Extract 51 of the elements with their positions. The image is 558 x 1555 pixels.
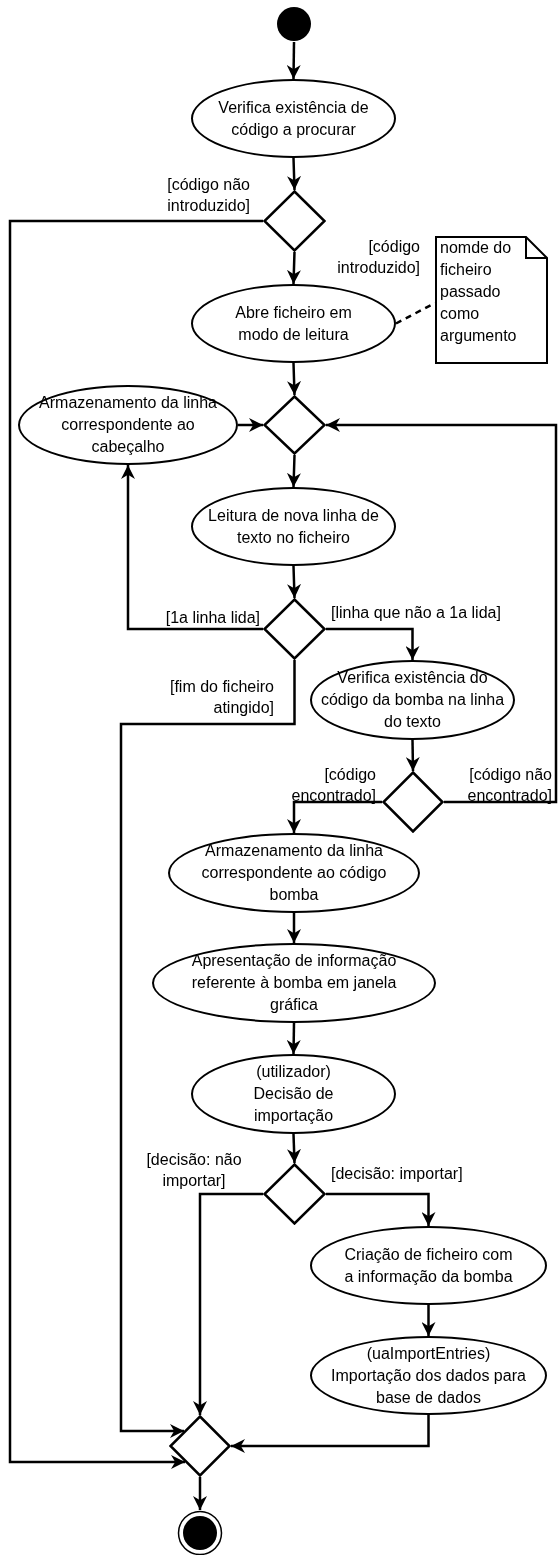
arrow [193,1192,263,1415]
initial-node [276,6,312,42]
arrow [421,1305,436,1336]
arrow [121,465,263,631]
decision-diamond [263,395,326,455]
note [435,236,548,364]
arrow [286,454,301,488]
guard-label: [código encontrado] [290,765,376,806]
final-node [177,1510,223,1555]
arrow [238,418,263,432]
arrow [287,362,302,396]
decision-diamond [382,771,444,833]
action-label: Verifica existência de código a procurar [217,97,370,140]
action-label: Criação de ficheiro com a informação da bomba [343,1244,514,1287]
guard-label: [linha que não a 1a lida] [331,603,502,623]
arrow [326,418,558,804]
arrow [287,913,301,943]
decision-diamond [169,1415,231,1477]
arrow [287,565,302,599]
arrow [287,1133,301,1164]
arrow [119,660,296,1438]
action-label: Apresentação de informação referente à bomba em janela gráfica [190,951,398,1015]
action-label: (utilizador) Decisão de importação [252,1062,335,1126]
arrow [286,1022,301,1055]
decision-diamond [263,598,326,660]
guard-label: [fim do ficheiro atingido] [168,677,274,718]
arrow [405,739,420,772]
guard-label: [código não encontrado] [466,765,552,806]
guard-label: [código introduzido] [336,237,420,278]
arrow [193,1477,207,1510]
arrow [8,219,263,1469]
arrow [231,1415,430,1453]
decision-diamond [263,1163,326,1225]
guard-label: [decisão: não importar] [145,1150,243,1191]
guard-label: [decisão: importar] [331,1164,464,1184]
arrow [287,157,302,191]
action-label: Armazenamento da linha correspondente ao código bomba [200,841,388,905]
action-label: Verifica existência do código da bomba na linha do texto [319,668,506,732]
guard-label: [código não introduzido] [166,175,250,216]
action-label: Leitura de nova linha de texto no ficheiro [207,505,380,548]
action-label: (uaImportEntries) Importação dos dados para base de dados [330,1343,527,1408]
arrow [286,251,301,285]
decision-diamond [263,190,326,252]
arrow [286,42,301,79]
guard-label: [1a linha lida] [164,608,260,628]
arrow [326,627,420,660]
arrow [326,1192,436,1226]
action-label: Abre ficheiro em modo de leitura [234,302,353,345]
arrow [287,800,382,833]
action-label: Armazenamento da linha correspondente ao cabeçalho [38,393,218,457]
note-text: nomde do ficheiro passado como argumento [439,238,518,346]
